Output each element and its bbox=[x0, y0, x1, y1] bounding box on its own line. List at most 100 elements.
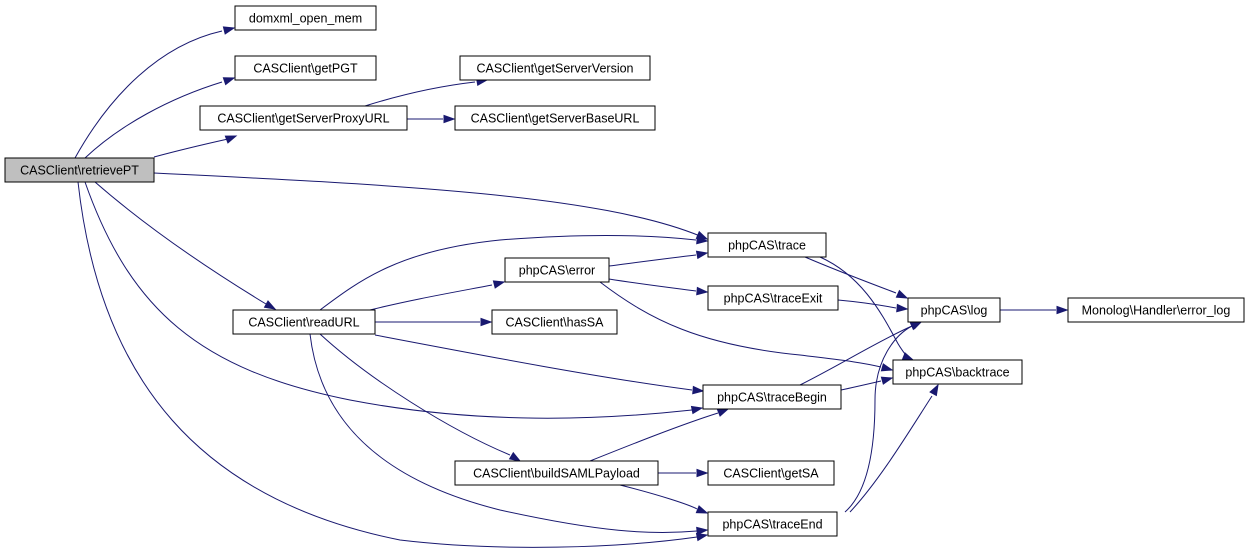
node-label: CASClient\readURL bbox=[248, 316, 359, 330]
node-box bbox=[504, 257, 610, 283]
node-box bbox=[454, 460, 659, 486]
arrowhead-icon bbox=[222, 77, 236, 86]
node-label: phpCAS\traceEnd bbox=[722, 518, 822, 532]
edge-error-to-backtrace bbox=[599, 281, 894, 372]
node-retrievePT[interactable]: CASClient\retrievePT bbox=[4, 157, 155, 183]
arrowhead-icon bbox=[696, 286, 709, 296]
arrowhead-icon bbox=[263, 300, 277, 310]
arrowhead-icon bbox=[901, 352, 915, 361]
edge-trace-to-log bbox=[804, 256, 909, 299]
edge-line bbox=[77, 181, 698, 548]
edge-readURL-to-error bbox=[369, 280, 506, 311]
arrowhead-icon bbox=[492, 280, 506, 289]
edge-line bbox=[599, 281, 882, 368]
node-log[interactable]: phpCAS\log bbox=[907, 297, 1001, 323]
node-errorLog[interactable]: Monolog\Handler\error_log bbox=[1067, 297, 1245, 323]
arrowhead-icon bbox=[929, 383, 939, 397]
edge-retrievePT-to-traceBegin bbox=[84, 181, 704, 419]
node-box bbox=[234, 5, 377, 31]
edge-line bbox=[374, 334, 693, 391]
node-traceExit[interactable]: phpCAS\traceExit bbox=[707, 285, 839, 311]
edge-retrievePT-to-readURL bbox=[94, 181, 277, 310]
arrowhead-icon bbox=[695, 250, 709, 260]
edge-readURL-to-traceEnd bbox=[309, 333, 709, 536]
node-getServerProxyURL[interactable]: CASClient\getServerProxyURL bbox=[199, 105, 408, 131]
node-domxml[interactable]: domxml_open_mem bbox=[234, 5, 377, 31]
edge-line bbox=[153, 138, 229, 158]
node-box bbox=[491, 309, 618, 335]
edge-line bbox=[589, 412, 719, 462]
node-error[interactable]: phpCAS\error bbox=[504, 257, 610, 283]
node-getPGT[interactable]: CASClient\getPGT bbox=[234, 55, 377, 81]
node-box bbox=[459, 55, 651, 81]
node-label: Monolog\Handler\error_log bbox=[1082, 304, 1231, 318]
node-box bbox=[199, 105, 408, 131]
edge-log-to-errorLog bbox=[1000, 305, 1069, 315]
node-box bbox=[4, 157, 155, 183]
arrowhead-icon bbox=[692, 385, 705, 395]
arrowhead-icon bbox=[1056, 305, 1069, 315]
node-traceBegin[interactable]: phpCAS\traceBegin bbox=[702, 384, 842, 410]
edge-line bbox=[369, 284, 493, 311]
node-box bbox=[707, 511, 838, 537]
node-label: CASClient\getPGT bbox=[253, 62, 358, 76]
node-label: phpCAS\error bbox=[519, 264, 595, 278]
arrowhead-icon bbox=[696, 526, 709, 536]
arrowhead-icon bbox=[696, 468, 709, 478]
edge-line bbox=[799, 325, 913, 386]
node-label: phpCAS\backtrace bbox=[905, 366, 1009, 380]
edge-traceEnd-to-log bbox=[844, 320, 924, 513]
node-hasSA[interactable]: CASClient\hasSA bbox=[491, 309, 618, 335]
edge-line bbox=[849, 395, 933, 513]
edge-line bbox=[837, 299, 897, 309]
node-readURL[interactable]: CASClient\readURL bbox=[232, 309, 376, 335]
edge-traceExit-to-log bbox=[837, 299, 909, 313]
edge-retrievePT-to-getServerProxyURL bbox=[153, 135, 238, 158]
arrowhead-icon bbox=[690, 405, 704, 415]
node-box bbox=[707, 285, 839, 311]
node-box bbox=[707, 232, 827, 258]
edge-line bbox=[364, 81, 476, 107]
node-box bbox=[232, 309, 376, 335]
node-label: CASClient\getServerBaseURL bbox=[471, 112, 640, 126]
arrowhead-icon bbox=[695, 532, 709, 542]
edge-line bbox=[608, 278, 697, 292]
node-getServerVersion[interactable]: CASClient\getServerVersion bbox=[459, 55, 651, 81]
edge-line bbox=[94, 181, 267, 305]
node-label: phpCAS\traceBegin bbox=[717, 391, 827, 405]
edge-line bbox=[844, 325, 913, 513]
node-getSA[interactable]: CASClient\getSA bbox=[707, 460, 835, 486]
arrowhead-icon bbox=[224, 135, 238, 144]
edge-traceBegin-to-backtrace bbox=[840, 376, 894, 391]
node-traceEnd[interactable]: phpCAS\traceEnd bbox=[707, 511, 838, 537]
node-label: CASClient\buildSAMLPayload bbox=[473, 467, 640, 481]
node-label: phpCAS\log bbox=[921, 304, 988, 318]
node-label: CASClient\getServerProxyURL bbox=[217, 112, 389, 126]
node-label: phpCAS\traceExit bbox=[724, 292, 823, 306]
node-buildSAML[interactable]: CASClient\buildSAMLPayload bbox=[454, 460, 659, 486]
edge-line bbox=[819, 256, 909, 359]
edge-getServerProxyURL-to-getServerVersion bbox=[364, 77, 489, 107]
node-label: CASClient\getSA bbox=[723, 467, 819, 481]
node-backtrace[interactable]: phpCAS\backtrace bbox=[892, 359, 1023, 385]
edge-line bbox=[619, 484, 698, 510]
arrowhead-icon bbox=[895, 289, 909, 299]
edge-readURL-to-buildSAML bbox=[319, 333, 522, 462]
edge-line bbox=[804, 256, 897, 294]
edge-getServerProxyURL-to-getServerBaseURL bbox=[407, 114, 456, 124]
edge-line bbox=[84, 181, 693, 419]
edge-line bbox=[74, 30, 223, 159]
edge-line bbox=[309, 333, 698, 533]
edge-error-to-trace bbox=[608, 250, 709, 267]
node-box bbox=[1067, 297, 1245, 323]
node-getServerBaseURL[interactable]: CASClient\getServerBaseURL bbox=[454, 105, 656, 131]
arrowhead-icon bbox=[896, 303, 909, 313]
edge-readURL-to-traceBegin bbox=[374, 334, 705, 395]
node-label: CASClient\hasSA bbox=[506, 316, 605, 330]
node-box bbox=[892, 359, 1023, 385]
edge-buildSAML-to-traceEnd bbox=[619, 484, 709, 514]
node-trace[interactable]: phpCAS\trace bbox=[707, 232, 827, 258]
edge-line bbox=[319, 234, 697, 311]
arrowhead-icon bbox=[696, 235, 709, 245]
